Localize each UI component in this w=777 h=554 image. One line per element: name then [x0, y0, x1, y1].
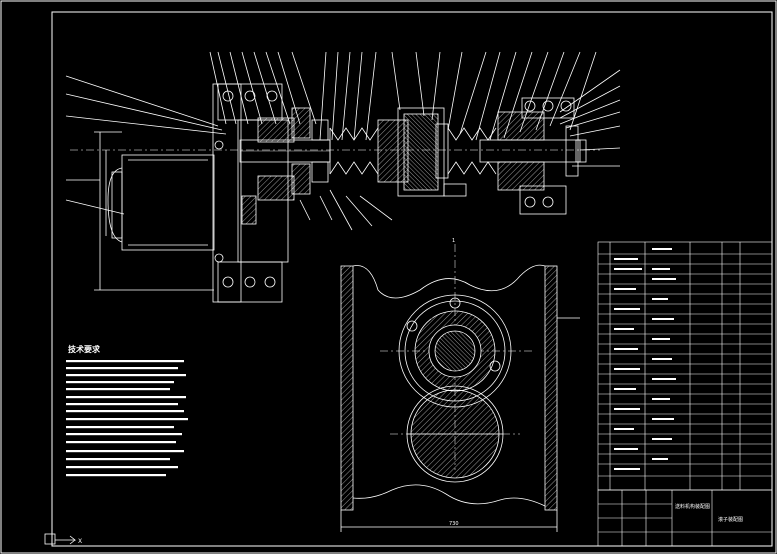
title-block	[597, 489, 773, 547]
drawing-title: 送料机构装配图	[675, 503, 710, 510]
notes-body	[66, 360, 188, 477]
roller-section-view	[340, 244, 580, 532]
assembly-top-view	[65, 51, 621, 303]
ucs-axis-icon	[44, 533, 77, 545]
parts-list-entries	[614, 248, 676, 470]
bottom-dimension-label: 730	[449, 521, 459, 527]
notes-heading: 技术要求	[68, 344, 101, 354]
parts-list-table	[597, 241, 773, 491]
center-mark-label: 1	[452, 238, 455, 244]
ucs-x-label: X	[78, 538, 82, 545]
sheet-label: 滚子装配图	[718, 516, 743, 523]
technical-notes: 技术要求	[66, 344, 188, 477]
